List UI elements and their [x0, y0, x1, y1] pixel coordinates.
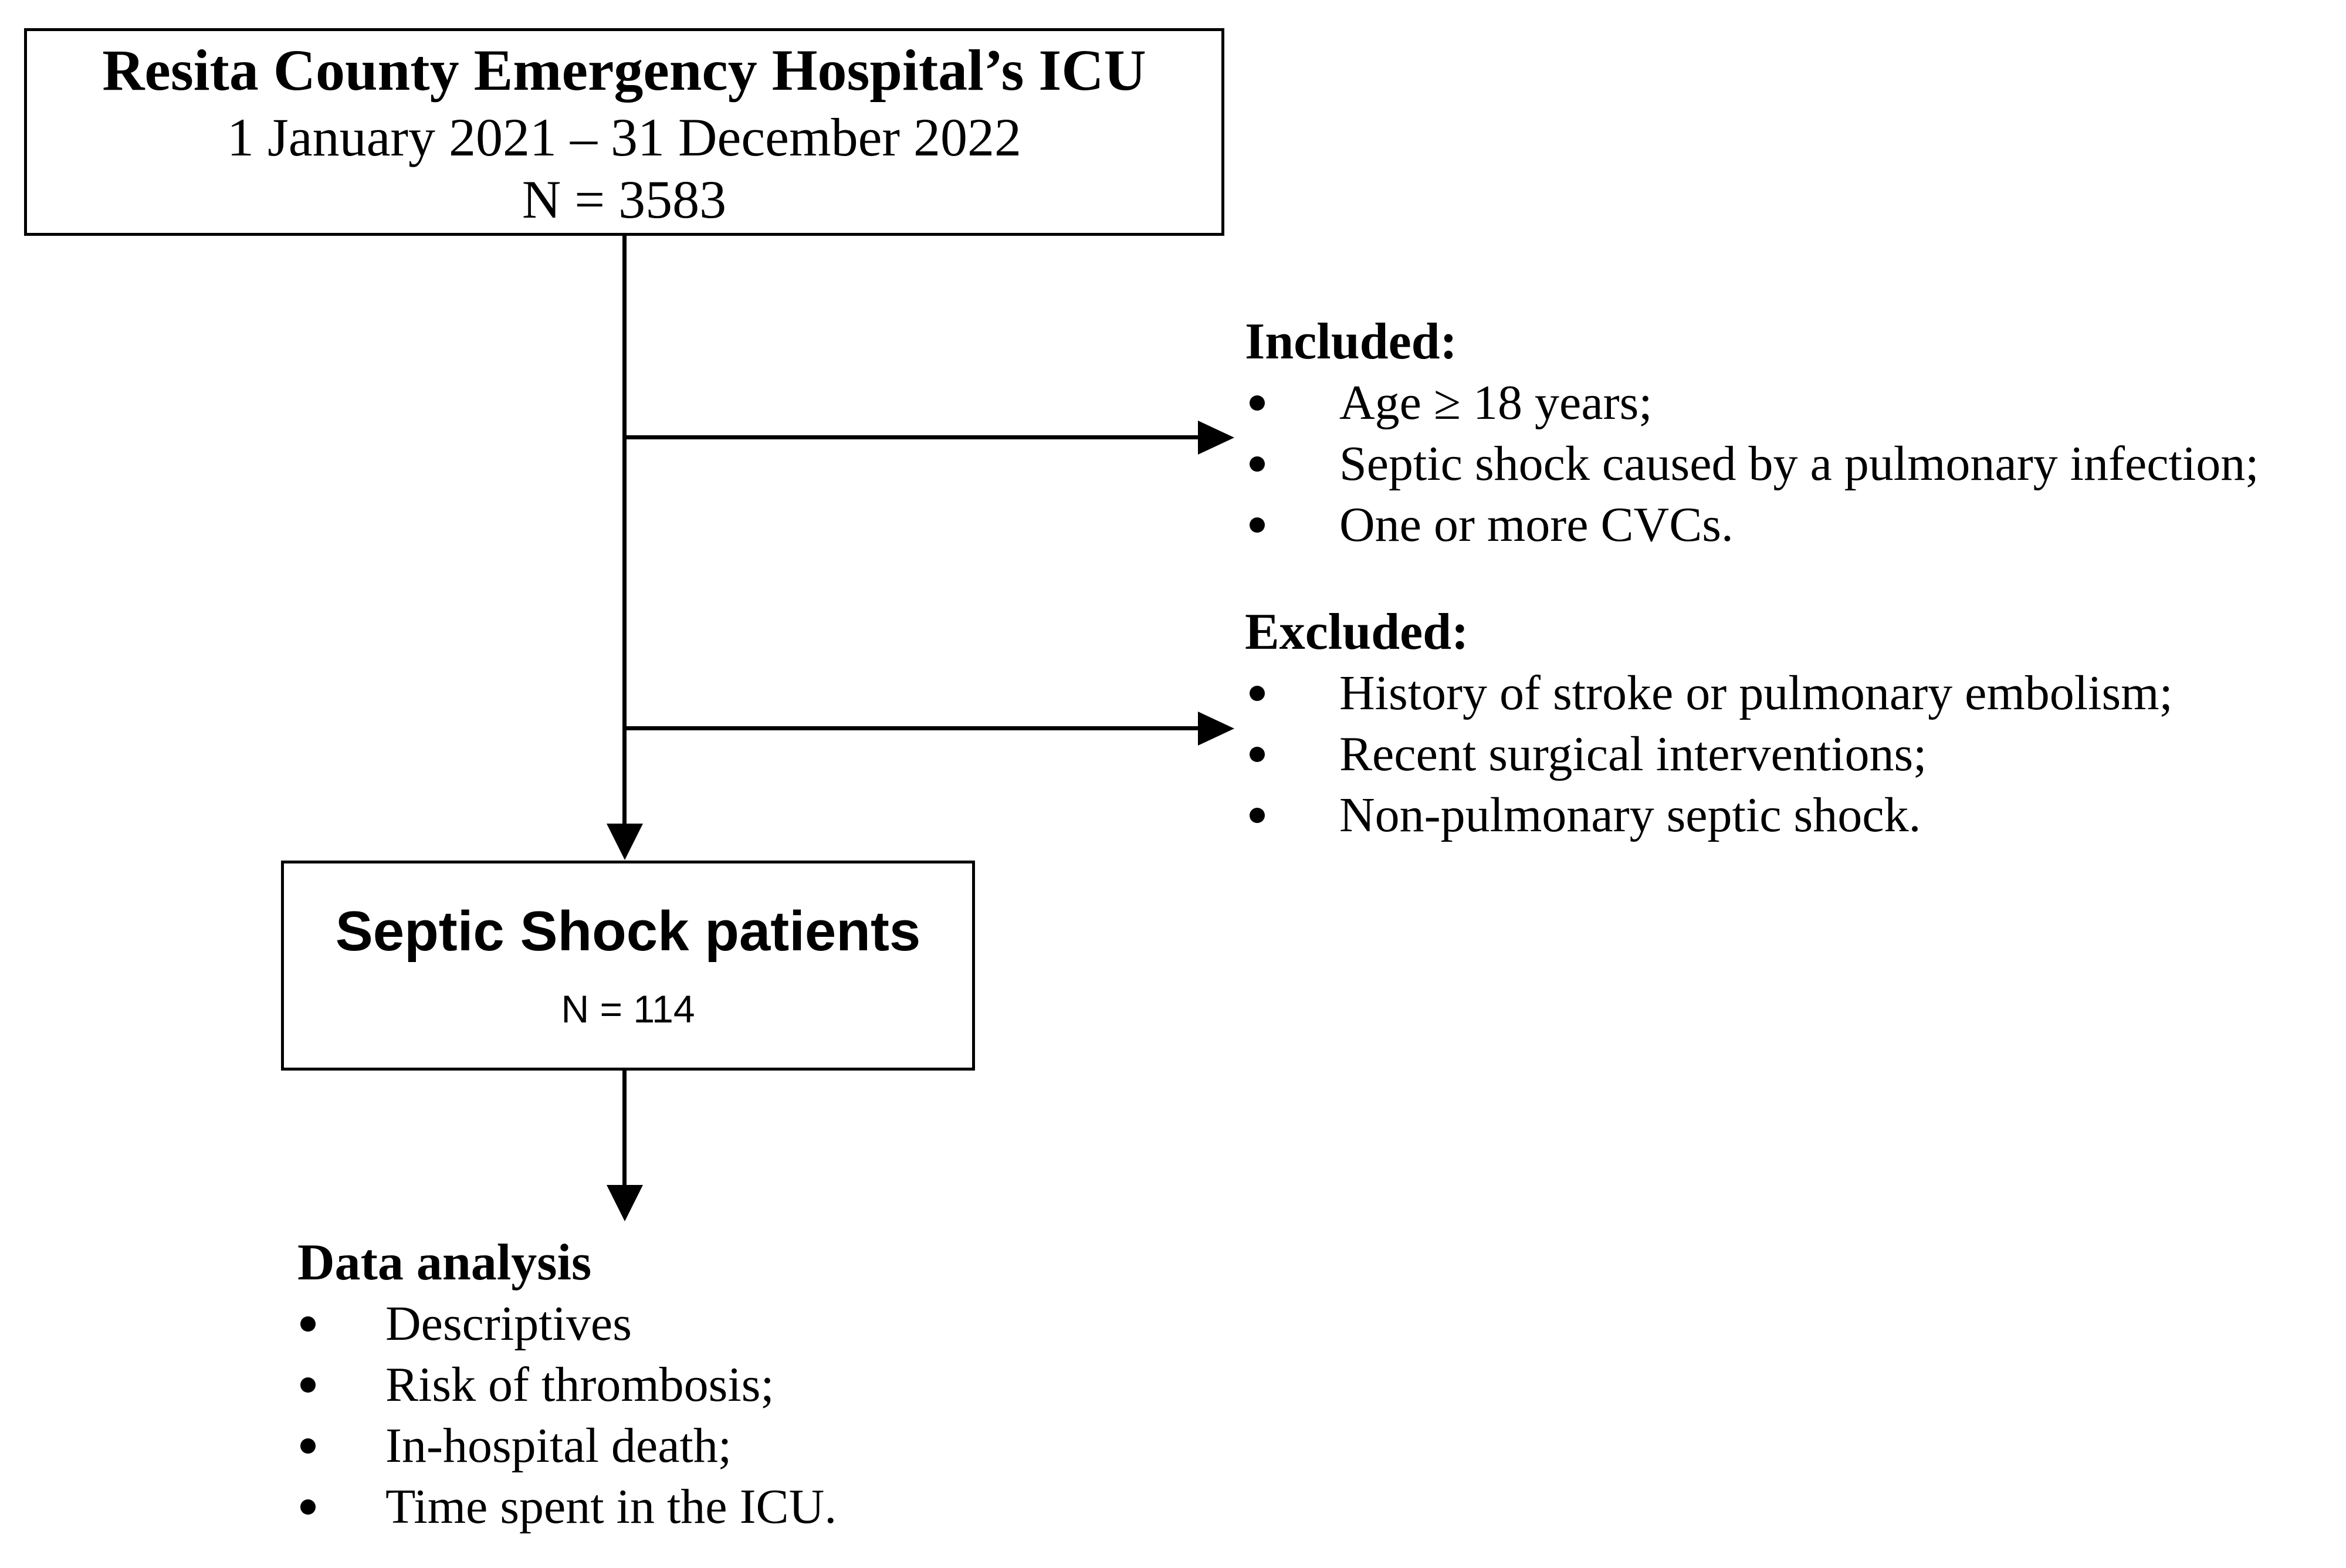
list-item-text: One or more CVCs. — [1339, 497, 1734, 552]
patients-box: Septic Shock patients N = 114 — [281, 861, 975, 1071]
arrowhead-right-included-icon — [1198, 421, 1234, 455]
bullet-icon — [1250, 456, 1265, 472]
bullet-icon — [1250, 686, 1265, 701]
list-item: Time spent in the ICU. — [297, 1476, 1236, 1537]
included-heading: Included: — [1245, 313, 1457, 370]
excluded-criteria-block: Excluded: History of stroke or pulmonary… — [1245, 602, 2342, 846]
excluded-heading: Excluded: — [1245, 604, 1469, 661]
excluded-list: History of stroke or pulmonary embolism;… — [1245, 663, 2342, 846]
patients-box-count: N = 114 — [561, 987, 695, 1031]
list-item-text: History of stroke or pulmonary embolism; — [1339, 666, 2173, 720]
list-item: Risk of thrombosis; — [297, 1354, 1236, 1415]
list-item-text: In-hospital death; — [385, 1418, 732, 1473]
bullet-icon — [1250, 808, 1265, 823]
source-box-daterange: 1 January 2021 – 31 December 2022 — [226, 107, 1022, 167]
arrowhead-right-excluded-icon — [1198, 712, 1234, 746]
source-box: Resita County Emergency Hospital’s ICU 1… — [24, 28, 1224, 236]
list-item-text: Recent surgical interventions; — [1339, 727, 1927, 781]
arrowhead-down-to-analysis-icon — [607, 1185, 643, 1221]
bullet-icon — [1250, 395, 1265, 411]
list-item: Septic shock caused by a pulmonary infec… — [1245, 434, 2342, 495]
branch-excluded-line — [624, 726, 1199, 730]
list-item-text: Septic shock caused by a pulmonary infec… — [1339, 436, 2259, 491]
included-criteria-block: Included: Age ≥ 18 years; Septic shock c… — [1245, 311, 2342, 556]
bullet-icon — [1250, 517, 1265, 533]
patients-box-title: Septic Shock patients — [335, 900, 921, 963]
list-item: One or more CVCs. — [1245, 495, 2342, 556]
source-box-count: N = 3583 — [522, 170, 727, 229]
list-item: In-hospital death; — [297, 1415, 1236, 1476]
list-item-text: Descriptives — [385, 1296, 632, 1351]
source-box-title: Resita County Emergency Hospital’s ICU — [102, 38, 1146, 103]
data-analysis-list: Descriptives Risk of thrombosis; In-hosp… — [297, 1293, 1236, 1537]
list-item: History of stroke or pulmonary embolism; — [1245, 663, 2342, 724]
bullet-icon — [300, 1316, 316, 1332]
bullet-icon — [300, 1438, 316, 1454]
connector-patients-to-analysis-line — [622, 1069, 627, 1186]
bullet-icon — [300, 1499, 316, 1515]
list-item: Descriptives — [297, 1293, 1236, 1354]
bullet-icon — [300, 1377, 316, 1393]
list-item: Non-pulmonary septic shock. — [1245, 785, 2342, 846]
arrowhead-down-to-patients-icon — [607, 824, 643, 860]
data-analysis-heading: Data analysis — [297, 1234, 592, 1291]
bullet-icon — [1250, 747, 1265, 762]
connector-source-to-patients-line — [622, 235, 627, 825]
list-item-text: Time spent in the ICU. — [385, 1479, 837, 1534]
list-item: Age ≥ 18 years; — [1245, 372, 2342, 434]
list-item-text: Risk of thrombosis; — [385, 1357, 774, 1412]
list-item-text: Non-pulmonary septic shock. — [1339, 788, 1921, 842]
data-analysis-block: Data analysis Descriptives Risk of throm… — [297, 1232, 1236, 1537]
branch-included-line — [624, 435, 1199, 439]
list-item-text: Age ≥ 18 years; — [1339, 375, 1653, 430]
list-item: Recent surgical interventions; — [1245, 724, 2342, 785]
included-list: Age ≥ 18 years; Septic shock caused by a… — [1245, 372, 2342, 556]
